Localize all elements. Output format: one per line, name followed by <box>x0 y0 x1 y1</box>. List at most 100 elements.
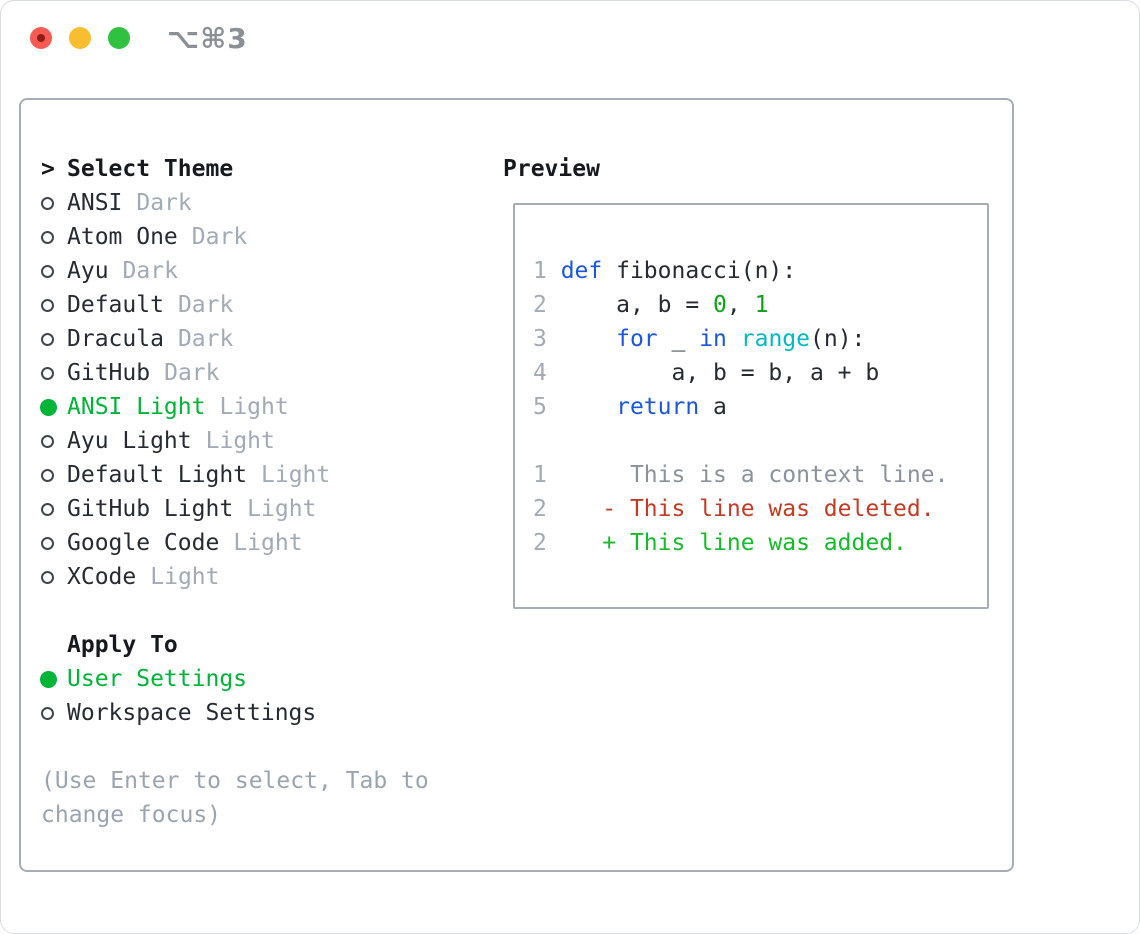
empty-circle-icon <box>41 298 54 312</box>
code-token-number: 0 <box>713 292 727 318</box>
code-line <box>533 424 948 458</box>
code-token-added: + This line was added. <box>560 530 907 556</box>
empty-circle-icon <box>41 230 54 244</box>
theme-option-ansi[interactable]: ANSI Dark <box>41 186 443 220</box>
radio-selected-icon <box>40 670 67 688</box>
theme-variant-tag: Light <box>205 428 275 454</box>
theme-option-label: Default Light <box>67 462 248 488</box>
code-token-builtin: range <box>740 326 810 352</box>
theme-option-label: GitHub Light <box>67 496 234 522</box>
theme-option-label: Atom One <box>67 224 178 250</box>
code-token-plain: a, b = <box>560 292 714 318</box>
code-token-context: This is a context line. <box>560 462 949 488</box>
code-line: 4 a, b = b, a + b <box>533 356 948 390</box>
theme-variant-tag: Dark <box>136 190 192 216</box>
apply-option-label: User Settings <box>67 666 248 692</box>
traffic-lights <box>30 27 130 49</box>
apply-to-title: Apply To <box>67 632 178 658</box>
theme-option-default-light[interactable]: Default Light Light <box>41 458 443 492</box>
line-number: 5 <box>533 394 561 420</box>
code-token-keyword: return <box>616 394 700 420</box>
theme-variant-tag: Dark <box>164 360 220 386</box>
theme-variant-tag: Dark <box>177 292 234 318</box>
empty-circle-icon <box>41 332 54 346</box>
theme-variant-tag: Dark <box>177 326 234 352</box>
radio-unselected-icon <box>41 536 67 550</box>
code-line: 2 - This line was deleted. <box>533 492 948 526</box>
radio-unselected-icon <box>41 502 67 516</box>
theme-option-label: ANSI Light <box>67 394 206 420</box>
code-token-plain: a <box>699 394 727 420</box>
code-token-plain: _ <box>657 326 700 352</box>
apply-option-workspace-settings[interactable]: Workspace Settings <box>41 696 443 730</box>
select-theme-header: > Select Theme <box>41 152 443 186</box>
empty-circle-icon <box>41 366 54 380</box>
code-token-keyword: in <box>699 326 727 352</box>
radio-unselected-icon <box>41 706 67 720</box>
theme-option-label: Ayu Light <box>67 428 192 454</box>
theme-option-label: Default <box>67 292 164 318</box>
theme-option-label: ANSI <box>67 190 123 216</box>
line-number: 2 <box>533 292 561 318</box>
code-token-number: 1 <box>754 292 769 318</box>
code-line: 1 This is a context line. <box>533 458 948 492</box>
code-token-plain: (n): <box>810 326 866 352</box>
apply-option-user-settings[interactable]: User Settings <box>40 662 443 696</box>
theme-variant-tag: Light <box>233 530 303 556</box>
theme-option-label: XCode <box>67 564 137 590</box>
theme-option-ayu-light[interactable]: Ayu Light Light <box>41 424 443 458</box>
radio-unselected-icon <box>41 570 67 584</box>
theme-variant-tag: Dark <box>122 258 178 284</box>
empty-circle-icon <box>41 570 54 584</box>
theme-option-label: Google Code <box>67 530 220 556</box>
close-button[interactable] <box>30 27 52 49</box>
radio-selected-icon <box>40 398 67 416</box>
preview-title: Preview <box>503 156 600 182</box>
code-token-plain: fibonacci(n): <box>602 258 797 284</box>
code-token-keyword: for <box>616 326 658 352</box>
theme-option-default[interactable]: Default Dark <box>41 288 443 322</box>
radio-unselected-icon <box>41 264 67 278</box>
filled-circle-icon <box>40 398 57 416</box>
hint-text: (Use Enter to select, Tab to change focu… <box>41 768 429 828</box>
zoom-button[interactable] <box>108 27 130 49</box>
radio-unselected-icon <box>41 332 67 346</box>
theme-option-label: Dracula <box>67 326 164 352</box>
theme-option-google-code[interactable]: Google Code Light <box>41 526 443 560</box>
code-token-plain: , <box>726 292 755 318</box>
code-token-deleted: - This line was deleted. <box>560 496 935 522</box>
radio-unselected-icon <box>41 230 67 244</box>
line-number <box>533 428 561 454</box>
empty-circle-icon <box>41 706 54 720</box>
radio-unselected-icon <box>41 366 67 380</box>
theme-option-github[interactable]: GitHub Dark <box>41 356 443 390</box>
theme-option-dracula[interactable]: Dracula Dark <box>41 322 443 356</box>
title-bar: ⌥⌘3 <box>1 1 1139 75</box>
empty-circle-icon <box>41 264 54 278</box>
radio-unselected-icon <box>41 196 67 210</box>
line-number: 4 <box>533 360 561 386</box>
empty-circle-icon <box>41 196 54 210</box>
theme-variant-tag: Light <box>261 462 331 488</box>
apply-to-header: Apply To <box>41 628 443 662</box>
theme-option-label: GitHub <box>67 360 151 386</box>
filled-circle-icon <box>40 670 57 688</box>
empty-circle-icon <box>41 434 54 448</box>
cursor-marker: > <box>41 156 55 182</box>
apply-option-label: Workspace Settings <box>67 700 317 726</box>
line-number: 1 <box>533 258 561 284</box>
minimize-button[interactable] <box>69 27 91 49</box>
code-line: 3 for _ in range(n): <box>533 322 948 356</box>
code-line: 5 return a <box>533 390 948 424</box>
line-number: 2 <box>533 496 561 522</box>
